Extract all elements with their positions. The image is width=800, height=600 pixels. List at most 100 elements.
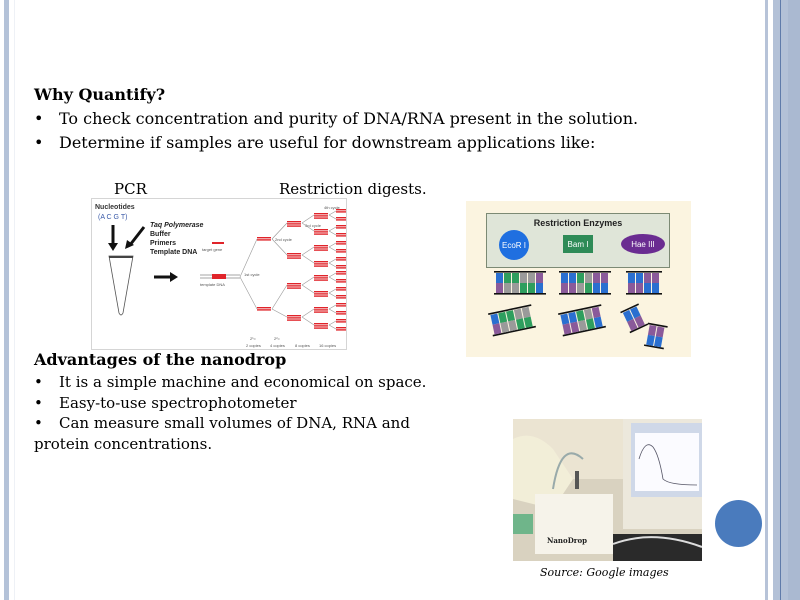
branch-line	[301, 284, 315, 294]
dna-strand	[257, 309, 271, 311]
bullet-continuation: protein concentrations.	[34, 435, 213, 453]
nanodrop-photo: NanoDrop	[513, 419, 702, 561]
advantages-heading: Advantages of the nanodrop	[34, 350, 287, 369]
dna-strand	[336, 287, 346, 289]
dna-strand	[336, 289, 346, 291]
slide-right-border-line	[780, 0, 781, 600]
dna-strand	[287, 225, 301, 227]
bullet-text: Determine if samples are useful for down…	[59, 133, 596, 152]
nanodrop-photo-svg: NanoDrop	[513, 419, 702, 561]
dna-strand	[336, 267, 346, 269]
dna-strand	[336, 321, 346, 323]
dna-strand	[314, 213, 328, 215]
dna-strand	[314, 295, 328, 297]
pcr-diagram: Nucleotides (A C G T) Taq Polymerase Buf…	[91, 198, 347, 350]
dna-strand	[314, 279, 328, 281]
branch-line	[328, 210, 337, 216]
reagent-taq: Taq Polymerase	[150, 222, 204, 229]
bullet-icon: •	[34, 109, 44, 128]
dna-fragment	[488, 304, 536, 337]
dna-strand	[336, 313, 346, 315]
dna-strand	[336, 251, 346, 253]
branch-line	[328, 230, 337, 236]
dna-strand	[336, 217, 346, 219]
copies-label: 16 copies	[319, 343, 336, 348]
bullet-text: Can measure small volumes of DNA, RNA an…	[59, 414, 410, 432]
nucleotides-title: Nucleotides	[95, 204, 135, 211]
dna-strand	[314, 215, 328, 217]
cycle-label: 3rd cycle	[305, 223, 322, 228]
dna-strand	[336, 257, 346, 259]
dna-strand	[336, 305, 346, 307]
branch-line	[271, 222, 288, 240]
branch-line	[239, 276, 258, 310]
dna-strand	[314, 217, 328, 219]
dna-strand	[257, 237, 271, 239]
enzyme-ecori: EcoR I	[499, 230, 529, 260]
dna-strand	[314, 263, 328, 265]
bullet-icon: •	[34, 133, 44, 152]
dna-strand	[336, 209, 346, 211]
bullet-text: It is a simple machine and economical on…	[59, 373, 427, 391]
branch-line	[328, 226, 337, 232]
branch-line	[328, 324, 337, 330]
dna-strand	[314, 247, 328, 249]
cycle-label: 4th cycle	[324, 205, 341, 210]
branch-line	[328, 214, 337, 220]
dna-strand	[336, 265, 346, 267]
dna-strand	[336, 311, 346, 313]
slide-left-border	[4, 0, 9, 600]
bullet-item: •To check concentration and purity of DN…	[34, 109, 638, 128]
dna-strand	[336, 273, 346, 275]
dna-strand	[257, 307, 271, 309]
dna-strand	[314, 261, 328, 263]
right-arrow-icon	[154, 272, 178, 282]
dna-strand	[336, 279, 346, 281]
dna-strand	[287, 283, 301, 285]
dna-strand	[336, 233, 346, 235]
dna-strand	[314, 307, 328, 309]
dna-strand	[336, 319, 346, 321]
dna-strand	[287, 315, 301, 317]
dna-strand	[287, 319, 301, 321]
dna-fragments	[488, 271, 668, 350]
absorbance-curve	[638, 444, 698, 486]
dna-strand	[314, 229, 328, 231]
pcr-diagram-svg: Nucleotides (A C G T) Taq Polymerase Buf…	[95, 204, 346, 348]
branch-line	[328, 288, 337, 294]
nanodrop-device	[535, 494, 613, 554]
slide-right-border-shade	[788, 0, 800, 600]
dna-strand	[336, 219, 346, 221]
dna-strand	[314, 323, 328, 325]
branch-line	[301, 308, 315, 318]
diagonal-arrow-icon	[125, 226, 146, 249]
copies-label: 4 copies	[270, 343, 285, 348]
dna-fragment	[494, 271, 546, 295]
nanodrop-device-label: NanoDrop	[547, 536, 587, 545]
dna-strand	[314, 245, 328, 247]
copies-label: 8 copies	[295, 343, 310, 348]
branch-line	[328, 304, 337, 310]
branch-line	[271, 238, 288, 256]
branch-line	[301, 222, 315, 232]
dna-strand	[287, 317, 301, 319]
restriction-enzymes-panel: Restriction Enzymes EcoR I Bam I Hae III	[486, 213, 670, 268]
dna-fragment	[558, 304, 606, 337]
enzyme-label: Bam I	[567, 239, 589, 249]
test-tube-icon	[108, 255, 134, 316]
dna-strand	[287, 255, 301, 257]
dna-strand	[314, 309, 328, 311]
branch-line	[271, 308, 288, 318]
dna-strand	[336, 225, 346, 227]
enzyme-haeiii: Hae III	[621, 234, 665, 254]
down-arrow-icon	[108, 225, 118, 251]
dna-strand	[314, 275, 328, 277]
dna-strand	[314, 265, 328, 267]
bullet-text: Easy-to-use spectrophotometer	[59, 394, 297, 412]
bullet-icon: •	[34, 414, 43, 432]
branch-line	[271, 284, 288, 310]
dna-strand	[287, 257, 301, 259]
bullet-item: •It is a simple machine and economical o…	[34, 373, 426, 391]
enzyme-label: Hae III	[631, 239, 655, 249]
branch-line	[328, 258, 337, 264]
